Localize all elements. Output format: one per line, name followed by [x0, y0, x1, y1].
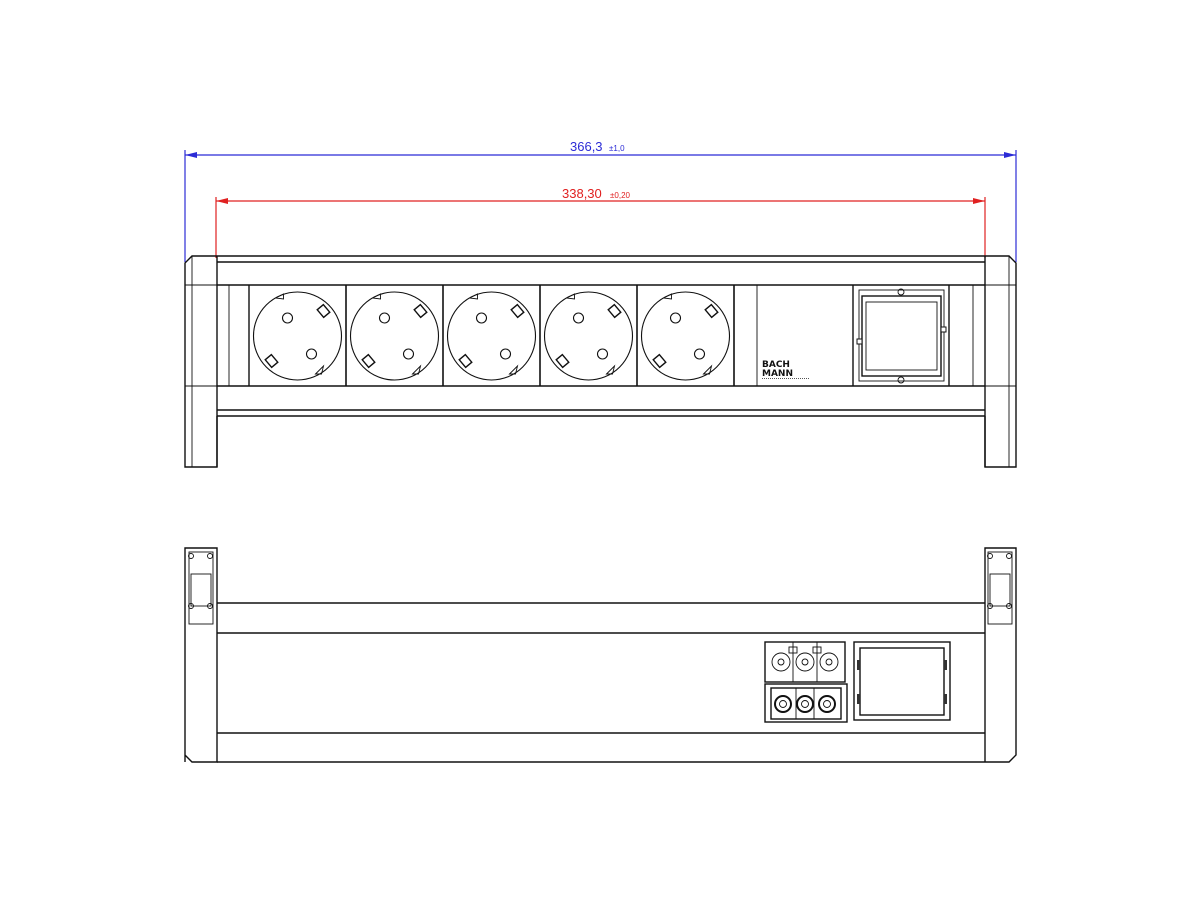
socket-pin-hole: [475, 312, 488, 324]
socket-pin-hole: [402, 348, 415, 360]
socket-pin-hole: [378, 312, 391, 324]
socket-pin-hole: [596, 348, 609, 360]
rear-blank-module: [853, 641, 951, 721]
socket-notch: [467, 293, 519, 375]
schuko-socket: [252, 285, 347, 386]
earth-clip: [458, 353, 473, 369]
front-view: BACH MANN: [184, 255, 1017, 468]
socket-pin-hole: [572, 312, 585, 324]
bachmann-logo-module: BACH MANN: [762, 360, 810, 379]
right-end-cap: [984, 255, 1017, 468]
socket-notch: [661, 293, 713, 375]
brand-logo-line1: BACH: [762, 360, 790, 370]
earth-clip: [555, 353, 570, 369]
schuko-socket: [446, 285, 541, 386]
left-end-cap: [184, 255, 218, 468]
socket-pin-hole: [281, 312, 294, 324]
schuko-socket: [349, 285, 444, 386]
socket-pin-hole: [499, 348, 512, 360]
socket-pin-hole: [305, 348, 318, 360]
power-output-connector: [764, 683, 848, 723]
socket-face: [543, 291, 634, 381]
socket-notch: [564, 293, 616, 375]
earth-clip: [316, 303, 331, 319]
socket-pin-hole: [693, 348, 706, 360]
earth-clip: [510, 303, 525, 319]
dimension-inner: 338,30 ±0,20: [215, 186, 986, 258]
earth-clip: [413, 303, 428, 319]
schuko-socket: [640, 285, 735, 386]
socket-notch: [370, 293, 422, 375]
socket-face: [640, 291, 731, 381]
right-end-bracket: [984, 547, 1017, 763]
socket-face: [349, 291, 440, 381]
dimension-overall: 366,3 ±1,0: [184, 139, 1017, 262]
inner-dimension-tolerance: ±0,20: [610, 191, 631, 200]
socket-row: [252, 285, 735, 386]
rear-view: [184, 547, 1017, 763]
earth-clip: [264, 353, 279, 369]
socket-face: [446, 291, 537, 381]
brand-logo-line2: MANN: [762, 369, 793, 379]
earth-clip: [607, 303, 622, 319]
schuko-socket: [543, 285, 638, 386]
earth-clip: [652, 353, 667, 369]
power-input-connector: [764, 641, 846, 683]
overall-dimension-tolerance: ±1,0: [609, 144, 625, 153]
earth-clip: [361, 353, 376, 369]
left-end-bracket: [184, 547, 218, 763]
socket-notch: [273, 293, 325, 375]
socket-face: [252, 291, 343, 381]
inner-dimension-value: 338,30: [562, 186, 602, 201]
socket-pin-hole: [669, 312, 682, 324]
overall-dimension-value: 366,3: [570, 139, 603, 154]
earth-clip: [704, 303, 719, 319]
keystone-module: [852, 285, 950, 386]
